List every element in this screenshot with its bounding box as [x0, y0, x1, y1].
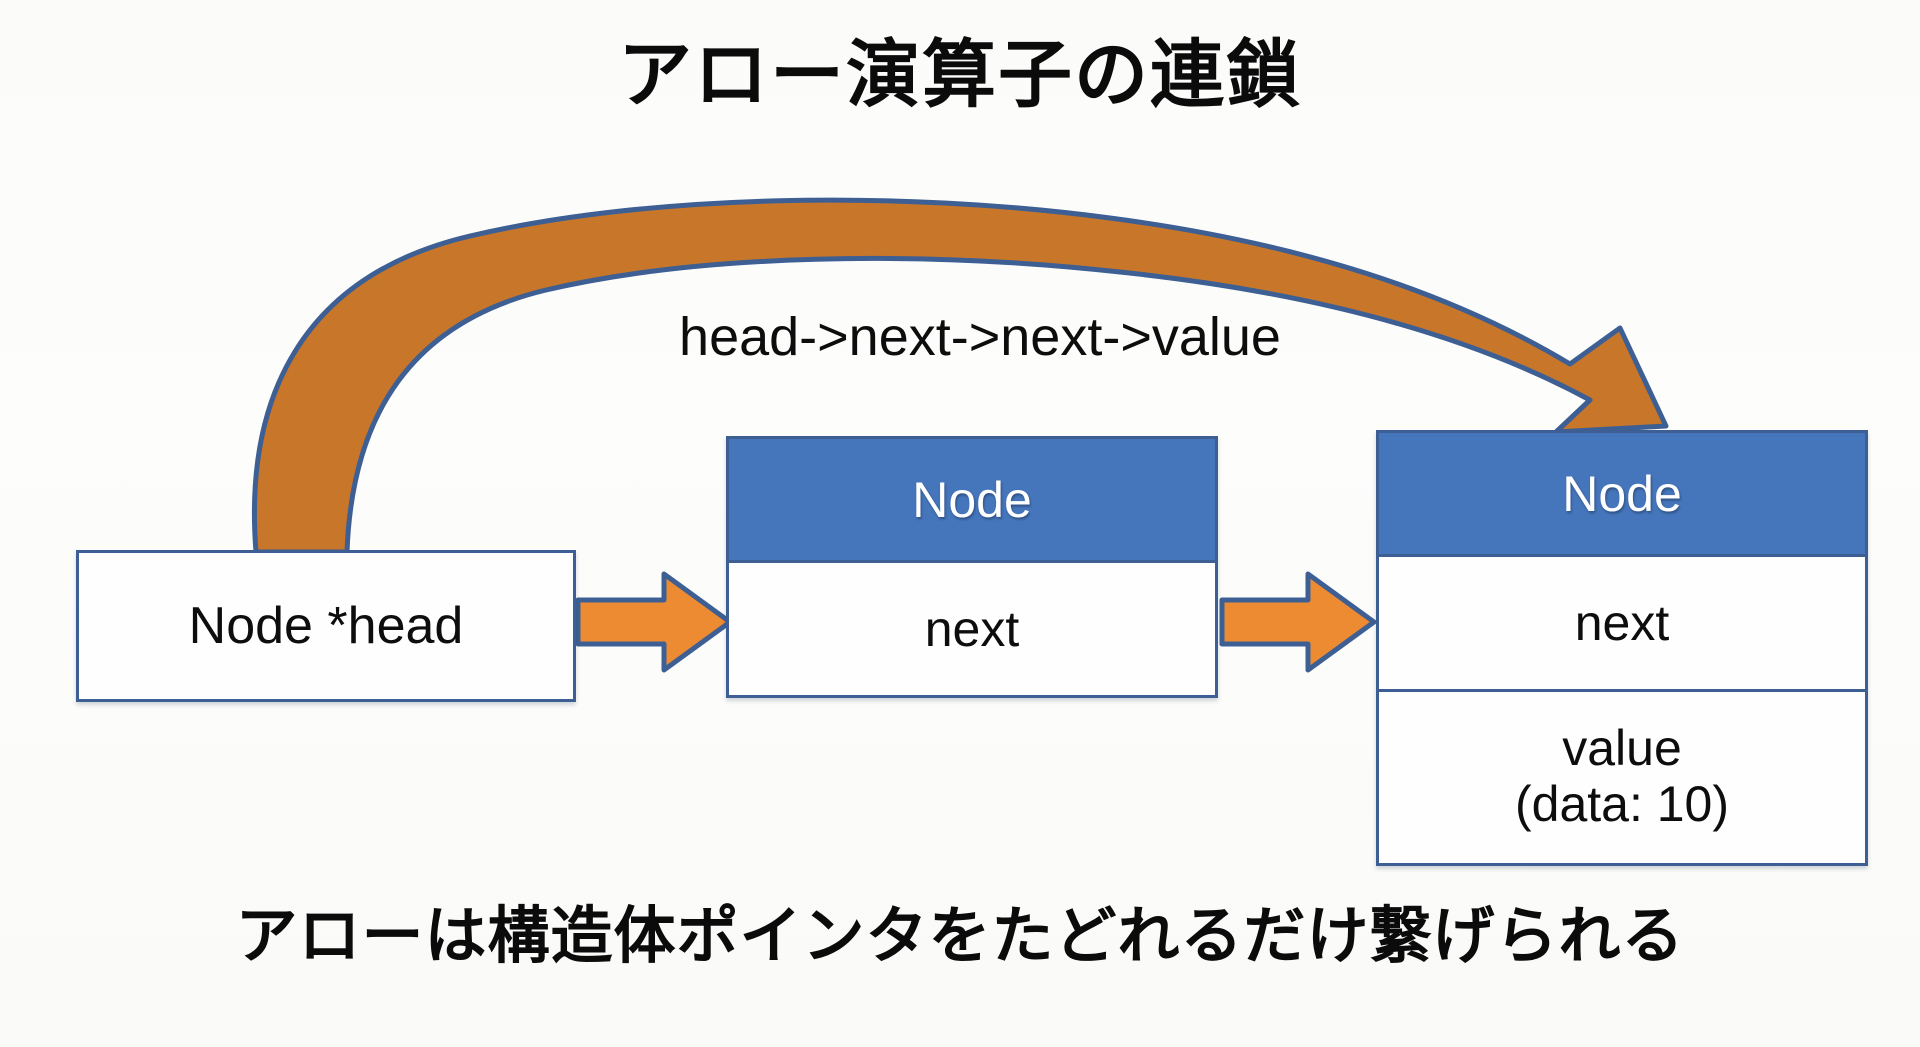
arrow-head-to-node1 — [575, 571, 733, 673]
node-2-field-next: next — [1379, 557, 1865, 689]
node-2-value-data: (data: 10) — [1514, 776, 1729, 832]
node-2-field-value: value (data: 10) — [1379, 689, 1865, 860]
head-pointer-label: Node *head — [79, 553, 573, 699]
box-head-pointer[interactable]: Node *head — [76, 550, 576, 702]
node-2-value-name: value — [1562, 720, 1682, 776]
arrow-node1-to-node2 — [1219, 571, 1377, 673]
node-2-header: Node — [1379, 433, 1865, 557]
node-1-header: Node — [729, 439, 1215, 563]
slide-caption: アローは構造体ポインタをたどれるだけ繋げられる — [235, 902, 1685, 971]
node-1-field-next: next — [729, 563, 1215, 695]
page-title: アロー演算子の連鎖 — [618, 33, 1302, 116]
expression-label: head->next->next->value — [679, 307, 1281, 367]
box-node-1[interactable]: Node next — [726, 436, 1218, 698]
box-node-2[interactable]: Node next value (data: 10) — [1376, 430, 1868, 866]
